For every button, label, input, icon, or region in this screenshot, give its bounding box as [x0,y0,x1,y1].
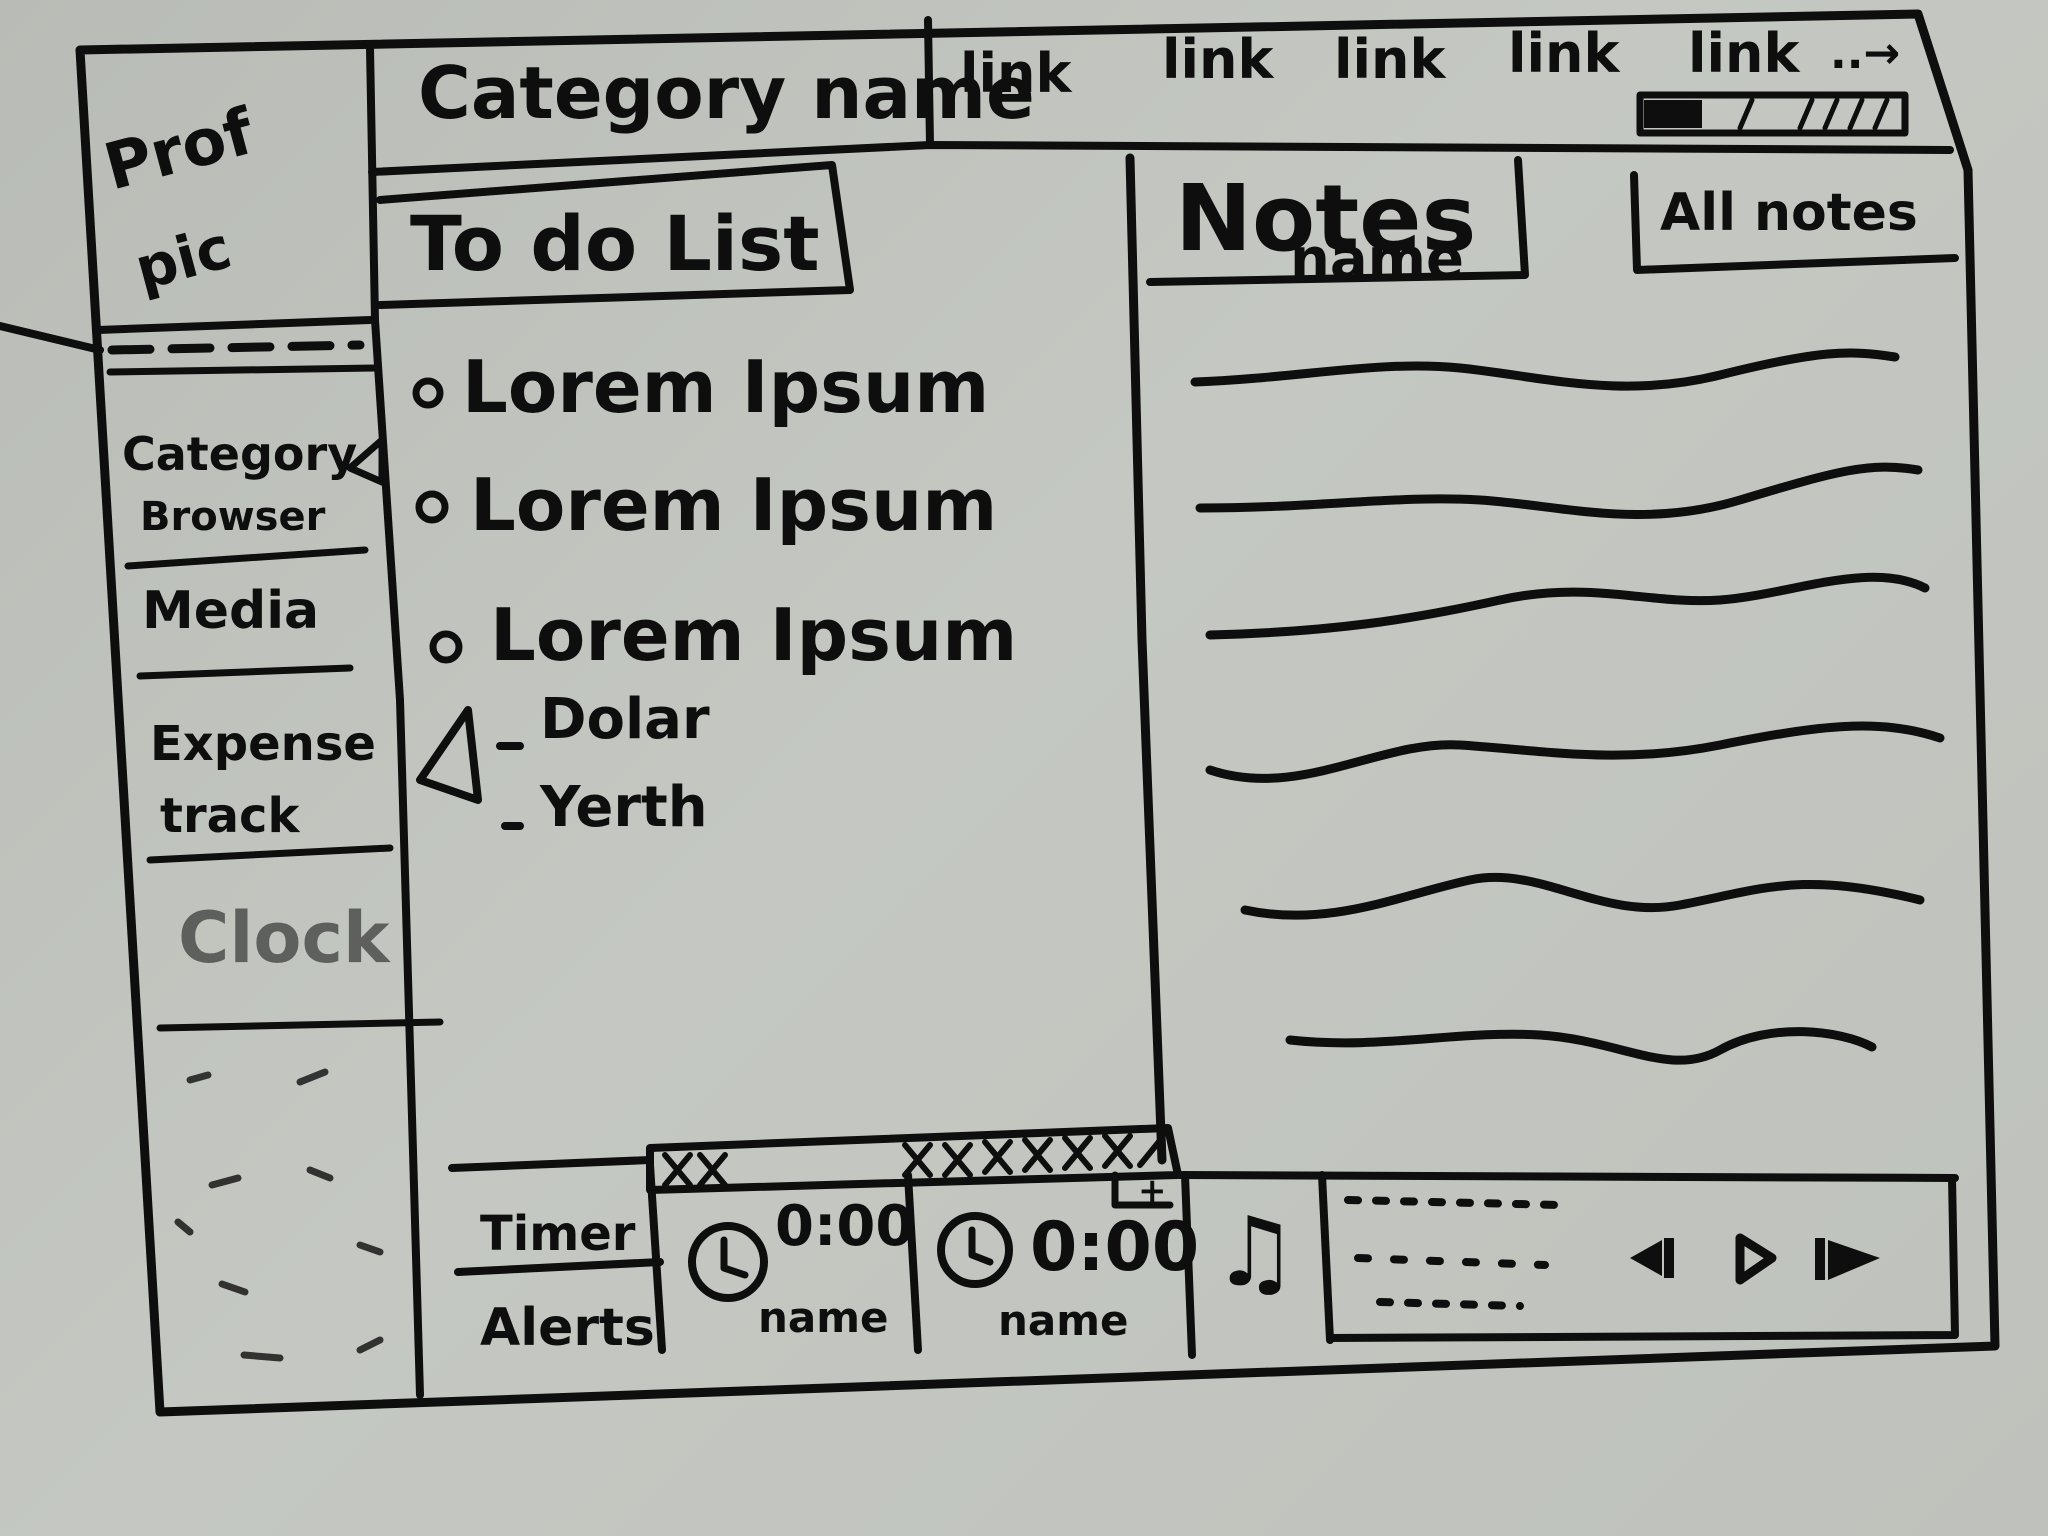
nav-link[interactable]: link [960,42,1072,105]
sidebar-search-strip [107,340,365,355]
category-box-divider [924,16,934,149]
playlist-placeholder [1344,1196,1564,1310]
sidebar-item-media[interactable]: Media [142,581,319,641]
bottom-bar: Timer Alerts 0:00 name 0:00 name + ♫ [448,1124,1959,1359]
todo-subitem[interactable]: Dolar [496,687,710,752]
todo-subitem[interactable]: Yerth [501,775,708,840]
svg-text:Prof: Prof [97,95,262,206]
triangle-expand-icon[interactable] [416,706,482,804]
notes-title-sub: name [1290,227,1464,292]
header-progress-bar [1636,91,1909,137]
nav-link[interactable]: link [1688,22,1800,85]
notes-text-lines [1190,348,1945,1065]
all-notes-box [1630,171,1959,274]
sidebar-divider [366,44,424,1399]
svg-text:Dolar: Dolar [540,687,710,752]
clock-icon [688,1222,768,1302]
notes-left-divider [1125,153,1167,1165]
timer-name: name [998,1296,1129,1345]
svg-text:Media: Media [142,581,319,641]
next-track-icon[interactable] [1815,1238,1880,1280]
todo-list-item[interactable]: Lorem Ipsum [415,463,997,547]
svg-text:Category: Category [122,427,357,481]
notes-title-box [1146,156,1529,286]
progress-hatch [662,1133,1165,1188]
all-notes-button[interactable]: All notes [1660,183,1918,243]
notes-panel: Notes name All notes [1125,153,1959,1165]
notes-title: Notes [1175,165,1476,272]
svg-text:pic: pic [128,213,238,303]
sidebar-empty-placeholder [174,1068,384,1362]
more-links-arrow-icon[interactable]: ..→ [1830,28,1900,79]
svg-text:Browser: Browser [140,494,326,540]
todo-panel: To do List Lorem Ipsum Lorem Ipsum Lorem… [376,161,1017,840]
svg-text:track: track [160,788,300,844]
profile-pic[interactable]: Prof pic [97,95,262,304]
sidebar-item-clock[interactable]: Clock [178,897,391,979]
timer-tab[interactable]: Timer [480,1206,636,1262]
svg-text:Expense: Expense [150,716,376,772]
triangle-left-icon [346,436,386,486]
svg-text:Lorem Ipsum: Lorem Ipsum [470,463,997,547]
svg-text:Lorem Ipsum: Lorem Ipsum [490,593,1017,677]
sidebar-item-category-browser[interactable]: Category Browser [122,427,386,540]
pointer-stroke [0,322,104,354]
alerts-tab[interactable]: Alerts [480,1298,655,1358]
header-nav: link link link link link ..→ [960,22,1900,105]
timer-name: name [758,1293,889,1342]
previous-track-icon[interactable] [1630,1238,1674,1278]
category-name-title: Category name [418,51,1035,135]
todo-title: To do List [410,199,820,288]
music-player-box [1326,1174,1959,1342]
nav-link[interactable]: link [1162,28,1274,91]
timer-card[interactable]: 0:00 name [688,1194,914,1342]
svg-text:Lorem Ipsum: Lorem Ipsum [462,345,989,429]
svg-text:Yerth: Yerth [539,775,708,840]
add-timer-button[interactable]: + [1111,1171,1174,1211]
clock-icon [937,1212,1013,1288]
music-note-icon[interactable]: ♫ [1212,1196,1298,1308]
header-divider [368,141,1954,176]
todo-list-item[interactable]: Lorem Ipsum [412,345,989,429]
nav-link[interactable]: link [1334,28,1446,91]
play-icon[interactable] [1735,1233,1777,1285]
timer-time: 0:00 [1030,1208,1199,1287]
todo-title-box [376,161,854,309]
timer-card[interactable]: 0:00 name [937,1208,1199,1345]
timer-time: 0:00 [775,1194,914,1259]
nav-link[interactable]: link [1508,22,1620,85]
svg-text:+: + [1138,1171,1167,1211]
svg-text:Clock: Clock [178,897,391,979]
profile-box-bottom [94,316,374,334]
sidebar: Category Browser Media Expense track Clo… [106,340,444,1362]
outer-frame [75,9,2000,1417]
sidebar-item-expense-track[interactable]: Expense track [150,716,376,844]
todo-list-item[interactable]: Lorem Ipsum [429,593,1017,677]
